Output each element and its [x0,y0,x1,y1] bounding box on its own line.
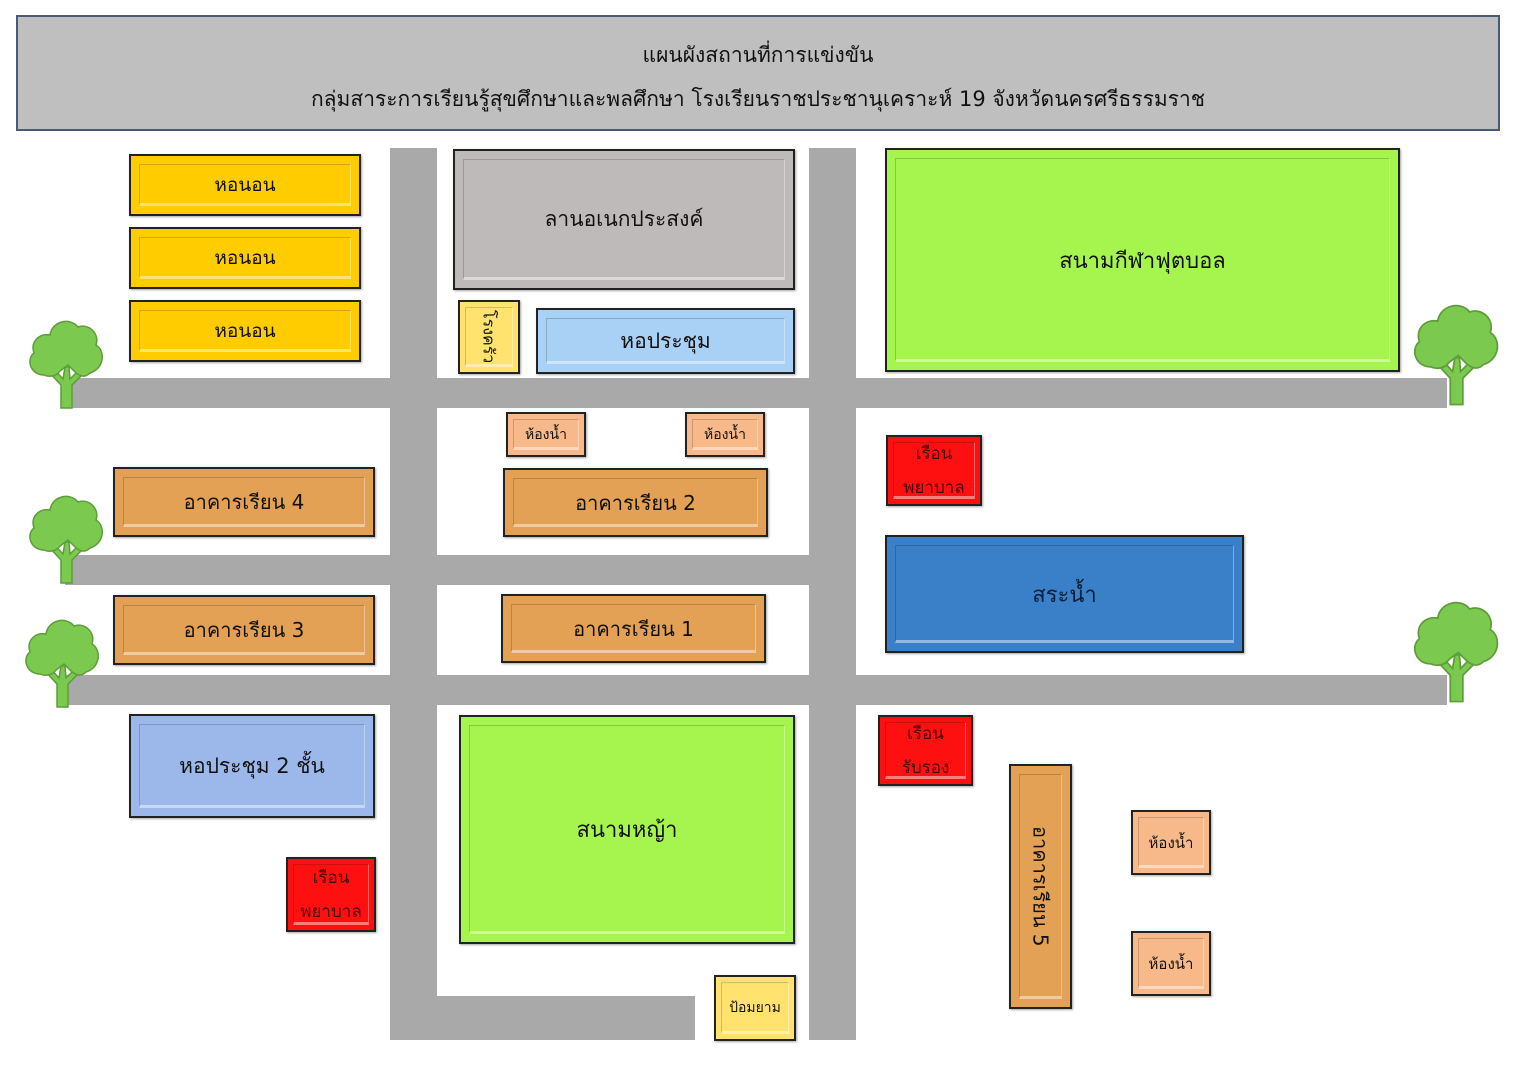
road-horizontal-1 [65,378,1447,408]
classroom-2[interactable]: อาคารเรียน 2 [503,468,768,537]
meeting-hall[interactable]: หอประชุม [536,308,795,374]
restroom-4[interactable]: ห้องน้ำ [1131,931,1211,996]
football-field[interactable]: สนามกีฬาฟุตบอล [885,148,1400,372]
cafeteria[interactable]: โรงครัว [458,300,520,374]
tree-icon [1413,601,1499,703]
multipurpose-court[interactable]: ลานอเนกประสงค์ [453,149,795,290]
road-vertical-east [809,148,856,1040]
classroom-4[interactable]: อาคารเรียน 4 [113,467,375,537]
guard-post[interactable]: ป้อมยาม [714,975,796,1041]
lawn-field[interactable]: สนามหญ้า [459,715,795,944]
map-title-banner: แผนผังสถานที่การแข่งขัน กลุ่มสาระการเรีย… [16,15,1500,131]
tree-icon [29,495,103,584]
road-horizontal-3 [65,675,1447,705]
classroom-5[interactable]: อาคารเรียน 5 [1009,764,1072,1009]
tree-icon [25,619,99,708]
tree-icon [1413,304,1499,406]
map-subtitle: กลุ่มสาระการเรียนรู้สุขศึกษาและพลศึกษา โ… [310,87,1206,111]
classroom-1[interactable]: อาคารเรียน 1 [501,594,766,663]
infirmary-west[interactable]: เรือน พยาบาล [286,857,376,932]
map-title: แผนผังสถานที่การแข่งขัน [642,43,874,67]
road-bottom [390,996,695,1040]
road-horizontal-2 [65,555,856,585]
dorm-2[interactable]: หอนอน [129,227,361,289]
restroom-2[interactable]: ห้องน้ำ [685,412,765,457]
tree-icon [29,320,103,409]
classroom-3[interactable]: อาคารเรียน 3 [113,595,375,665]
infirmary-east[interactable]: เรือน พยาบาล [886,435,982,506]
guest-house[interactable]: เรือน รับรอง [878,715,973,786]
meeting-hall-2-floor[interactable]: หอประชุม 2 ชั้น [129,714,375,818]
dorm-1[interactable]: หอนอน [129,154,361,216]
pool[interactable]: สระน้ำ [885,535,1244,653]
restroom-3[interactable]: ห้องน้ำ [1131,810,1211,875]
restroom-1[interactable]: ห้องน้ำ [506,412,586,457]
dorm-3[interactable]: หอนอน [129,300,361,362]
road-vertical-west [390,148,437,1040]
